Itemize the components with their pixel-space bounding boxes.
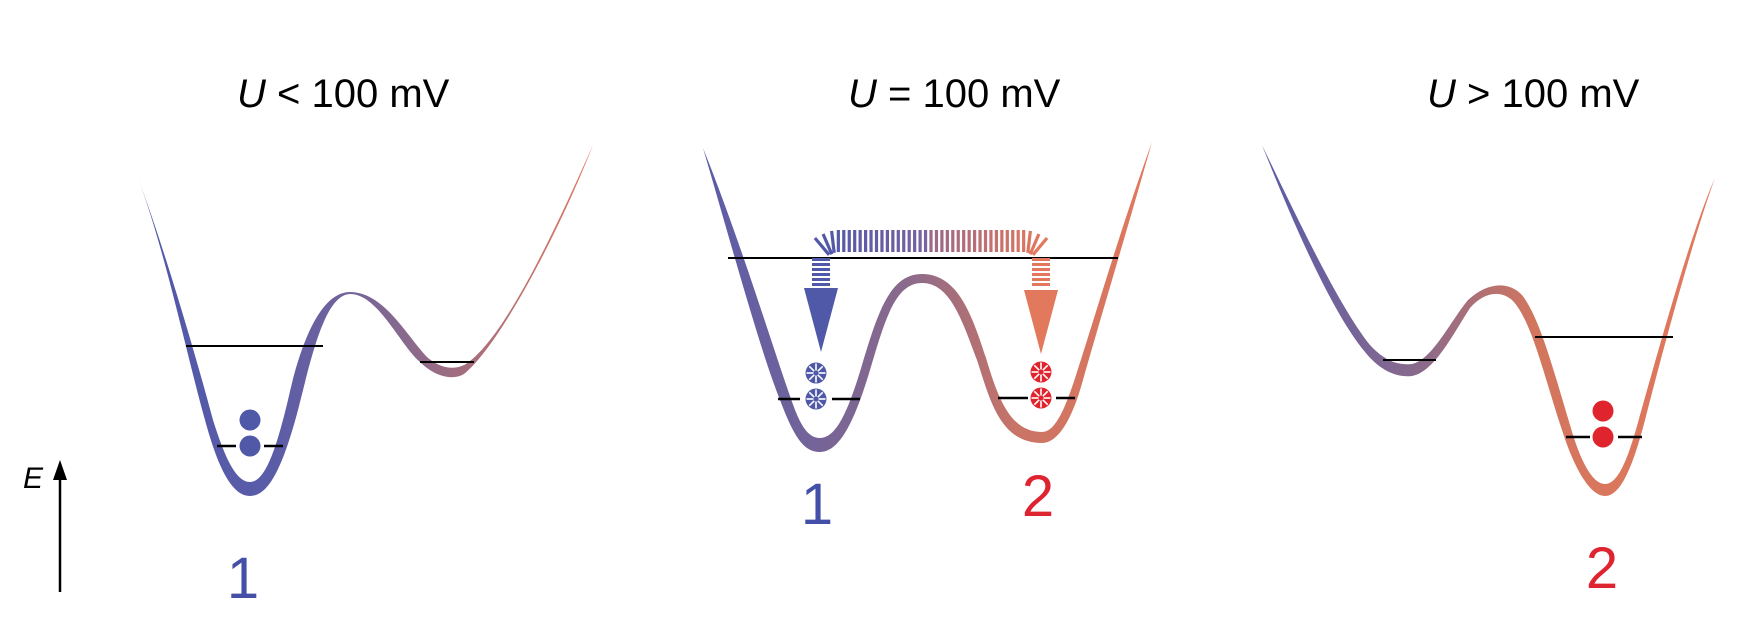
arrow-stub-mark [1032,258,1050,261]
arrow-down-left-stub [812,258,830,286]
arrow-down-right-head [1024,290,1058,354]
arrow-down-right [1024,258,1058,354]
transfer-arc-mark [864,230,868,252]
arrow-down-right-stub [1032,258,1050,286]
panel-middle-title: U = 100 mV [848,72,1061,116]
electron-right-upper [1592,400,1614,422]
transfer-arc-mark [1022,230,1026,252]
transfer-arc-mark [885,230,889,252]
transfer-arc-mark [869,230,873,252]
transfer-arc-mark [978,230,982,252]
electron-middle-right-upper [1030,361,1052,383]
arrow-down-left [804,258,838,352]
transfer-arc-mark [951,230,955,252]
panel-right: U > 100 mV 2 [1262,72,1715,601]
potential-curve-middle [703,142,1152,452]
transfer-arc-mark [902,230,906,252]
transfer-arc-mark [1016,230,1020,252]
electron-middle-right-lower [1030,387,1052,409]
arrow-stub-mark [812,268,830,271]
transfer-arc-mark [973,230,977,252]
state-label-middle-1: 1 [801,472,833,537]
electron-right-lower [1592,426,1614,448]
transfer-arc-mark [929,230,933,252]
transfer-arc-mark [1011,230,1015,252]
transfer-arc-mark [956,230,960,252]
transfer-arc-mark [994,230,998,252]
electron-middle-left-lower [805,388,827,410]
arrow-stub-mark [812,263,830,266]
transfer-arc-mark [836,230,840,252]
potential-curve-right [1262,145,1715,496]
transfer-arc-mark [874,230,879,252]
transfer-arc-mark [923,230,928,252]
transfer-arc-mark [821,233,834,255]
state-label-left-1: 1 [227,546,259,611]
transfer-arc-mark [940,230,944,252]
transfer-arc-mark [967,230,971,252]
arrow-stub-mark [1032,278,1050,281]
transfer-arc [813,230,1049,256]
electron-left-upper [239,409,261,431]
transfer-arc-mark [1000,230,1004,252]
potential-curve-left [138,145,593,496]
arrow-stub-mark [1032,283,1050,286]
electron-left-lower [239,435,261,457]
transfer-arc-mark [1031,236,1049,256]
arrow-stub-mark [812,283,830,286]
panel-left-title: U < 100 mV [237,72,450,116]
transfer-arc-mark [907,230,911,252]
transfer-arc-mark [853,230,857,252]
transfer-arc-mark [830,230,836,254]
transfer-arc-mark [842,230,846,252]
arrow-stub-mark [1032,268,1050,271]
state-label-right-2: 2 [1586,536,1618,601]
transfer-arc-mark [813,236,831,256]
arrow-down-left-head [804,288,838,352]
arrow-stub-mark [812,278,830,281]
transfer-arc-mark [934,230,939,252]
energy-axis-label: E [23,462,44,495]
transfer-arc-mark [880,230,884,252]
arrow-stub-mark [812,258,830,261]
panel-middle: U = 100 mV 1 2 [703,72,1152,537]
electron-middle-left-upper [805,362,827,384]
transfer-arc-mark [918,230,922,252]
transfer-arc-mark [913,230,917,252]
transfer-arc-mark [896,230,900,252]
transfer-arc-mark [1026,230,1032,254]
state-label-middle-2: 2 [1022,464,1054,529]
arrow-stub-mark [1032,263,1050,266]
arrow-stub-mark [1032,273,1050,276]
transfer-arc-mark [1028,233,1041,255]
transfer-arc-mark [983,230,988,252]
transfer-arc-mark [847,230,851,252]
panel-left: U < 100 mV 1 [138,72,593,611]
energy-axis: E [23,460,67,592]
transfer-arc-mark [945,230,949,252]
transfer-arc-mark [962,230,966,252]
energy-axis-arrowhead [53,460,67,480]
pinwheel-electrons [805,361,1052,410]
panel-right-title: U > 100 mV [1427,72,1640,116]
transfer-arc-mark [1005,230,1009,252]
transfer-arc-mark [858,230,862,252]
transfer-arc-mark [989,230,993,252]
transfer-arc-mark [891,230,895,252]
arrow-stub-mark [812,273,830,276]
